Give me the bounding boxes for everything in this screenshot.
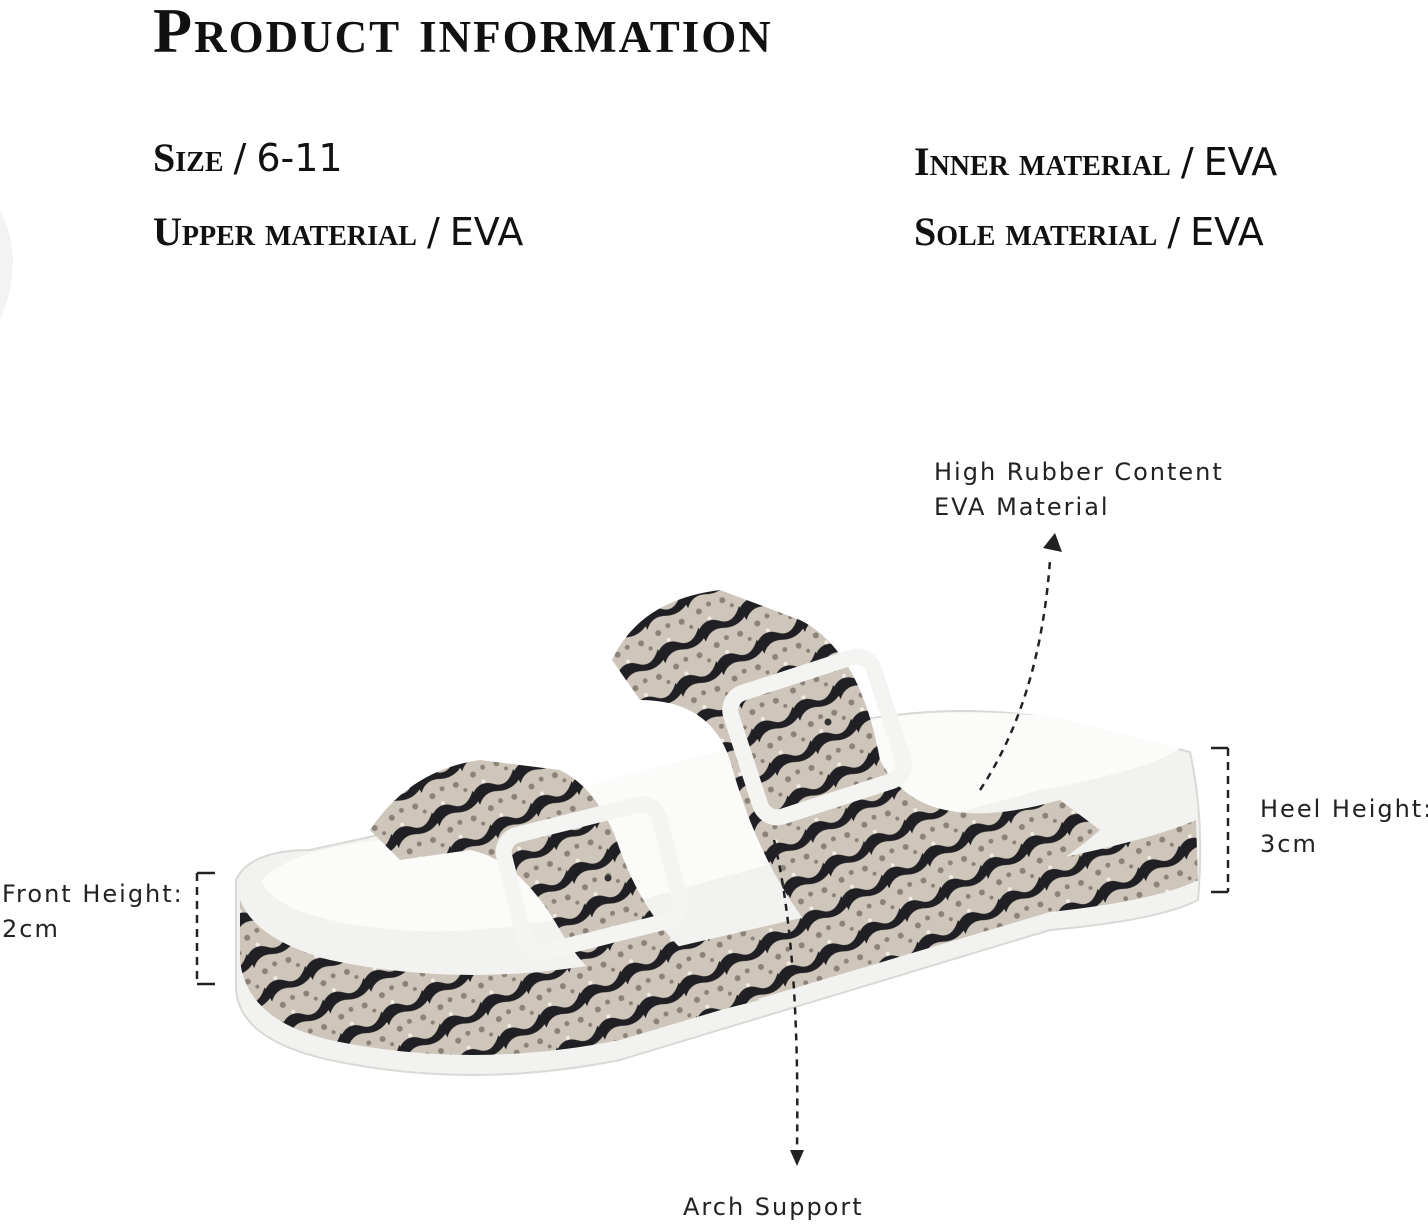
spec-sole-material: Sole material / EVA	[914, 208, 1264, 255]
spec-size: Size / 6-11	[153, 134, 343, 181]
spec-size-label: Size	[153, 135, 224, 180]
buckle-front	[495, 796, 689, 960]
separator: /	[426, 210, 440, 254]
front-height-bracket	[195, 871, 215, 986]
annotation-heel-height: Heel Height: 3cm	[1260, 792, 1428, 862]
annotation-rubber: High Rubber Content EVA Material	[934, 455, 1224, 525]
arch-arrow-head	[790, 1150, 804, 1166]
separator: /	[1167, 210, 1181, 254]
spec-sole-value: EVA	[1190, 210, 1264, 254]
spec-size-value: 6-11	[256, 136, 343, 180]
annotation-front-height: Front Height: 2cm	[2, 877, 184, 947]
annotation-rubber-line1: High Rubber Content	[934, 458, 1224, 486]
page-title: Product information	[153, 0, 773, 66]
annotation-heel-line2: 3cm	[1260, 830, 1318, 858]
spec-sole-label: Sole material	[914, 209, 1158, 254]
spec-upper-material: Upper material / EVA	[153, 208, 523, 255]
sandal-rear-strap	[612, 590, 1100, 940]
annotation-front-line2: 2cm	[2, 915, 60, 943]
sandal-footbed	[262, 712, 1180, 932]
spec-inner-label: Inner material	[914, 139, 1171, 184]
sandal-front-strap	[370, 760, 760, 1020]
rubber-arrow-head	[1043, 533, 1062, 552]
annotation-rubber-line2: EVA Material	[934, 493, 1110, 521]
annotation-arch-support: Arch Support	[683, 1193, 864, 1221]
arch-arrow-line	[772, 839, 799, 1149]
spec-upper-value: EVA	[449, 210, 524, 254]
spec-inner-material: Inner material / EVA	[914, 138, 1277, 185]
heel-height-bracket	[1211, 746, 1230, 894]
spec-upper-label: Upper material	[153, 209, 417, 254]
separator: /	[1180, 140, 1194, 184]
annotation-heel-line1: Heel Height:	[1260, 795, 1428, 823]
buckle-rear	[722, 648, 912, 826]
edge-fragment	[0, 210, 13, 320]
spec-inner-value: EVA	[1203, 140, 1278, 184]
annotation-front-line1: Front Height:	[2, 880, 184, 908]
separator: /	[233, 136, 247, 180]
rubber-arrow-line	[978, 559, 1052, 791]
sandal-sole-print	[240, 820, 1198, 1055]
